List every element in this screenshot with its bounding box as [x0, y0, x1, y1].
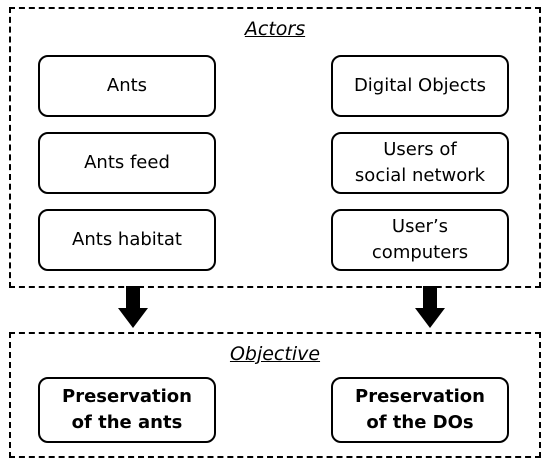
actors-title: Actors — [244, 18, 306, 40]
actor-box-ants-habitat: Ants habitat — [38, 209, 216, 271]
actor-box-digital-objects: Digital Objects — [331, 55, 509, 117]
objective-group: Objective — [9, 332, 541, 458]
objective-box-ants: Preservation of the ants — [38, 377, 216, 443]
objective-box-dos-label: Preservation of the DOs — [355, 386, 485, 433]
objective-box-ants-label: Preservation of the ants — [62, 386, 192, 433]
actor-box-users-computers: User’s computers — [331, 209, 509, 271]
actor-box-users-social-network: Users of social network — [331, 132, 509, 194]
actors-group: Actors — [9, 7, 541, 288]
actor-box-users-social-network-label: Users of social network — [354, 139, 486, 186]
down-arrow-right-icon — [415, 286, 445, 328]
actor-box-users-computers-label: User’s computers — [371, 216, 469, 263]
actor-box-ants-feed: Ants feed — [38, 132, 216, 194]
objective-box-dos: Preservation of the DOs — [331, 377, 509, 443]
objective-title: Objective — [229, 343, 321, 365]
actor-box-ants: Ants — [38, 55, 216, 117]
actor-box-digital-objects-label: Digital Objects — [353, 75, 487, 96]
down-arrow-left-icon — [118, 286, 148, 328]
